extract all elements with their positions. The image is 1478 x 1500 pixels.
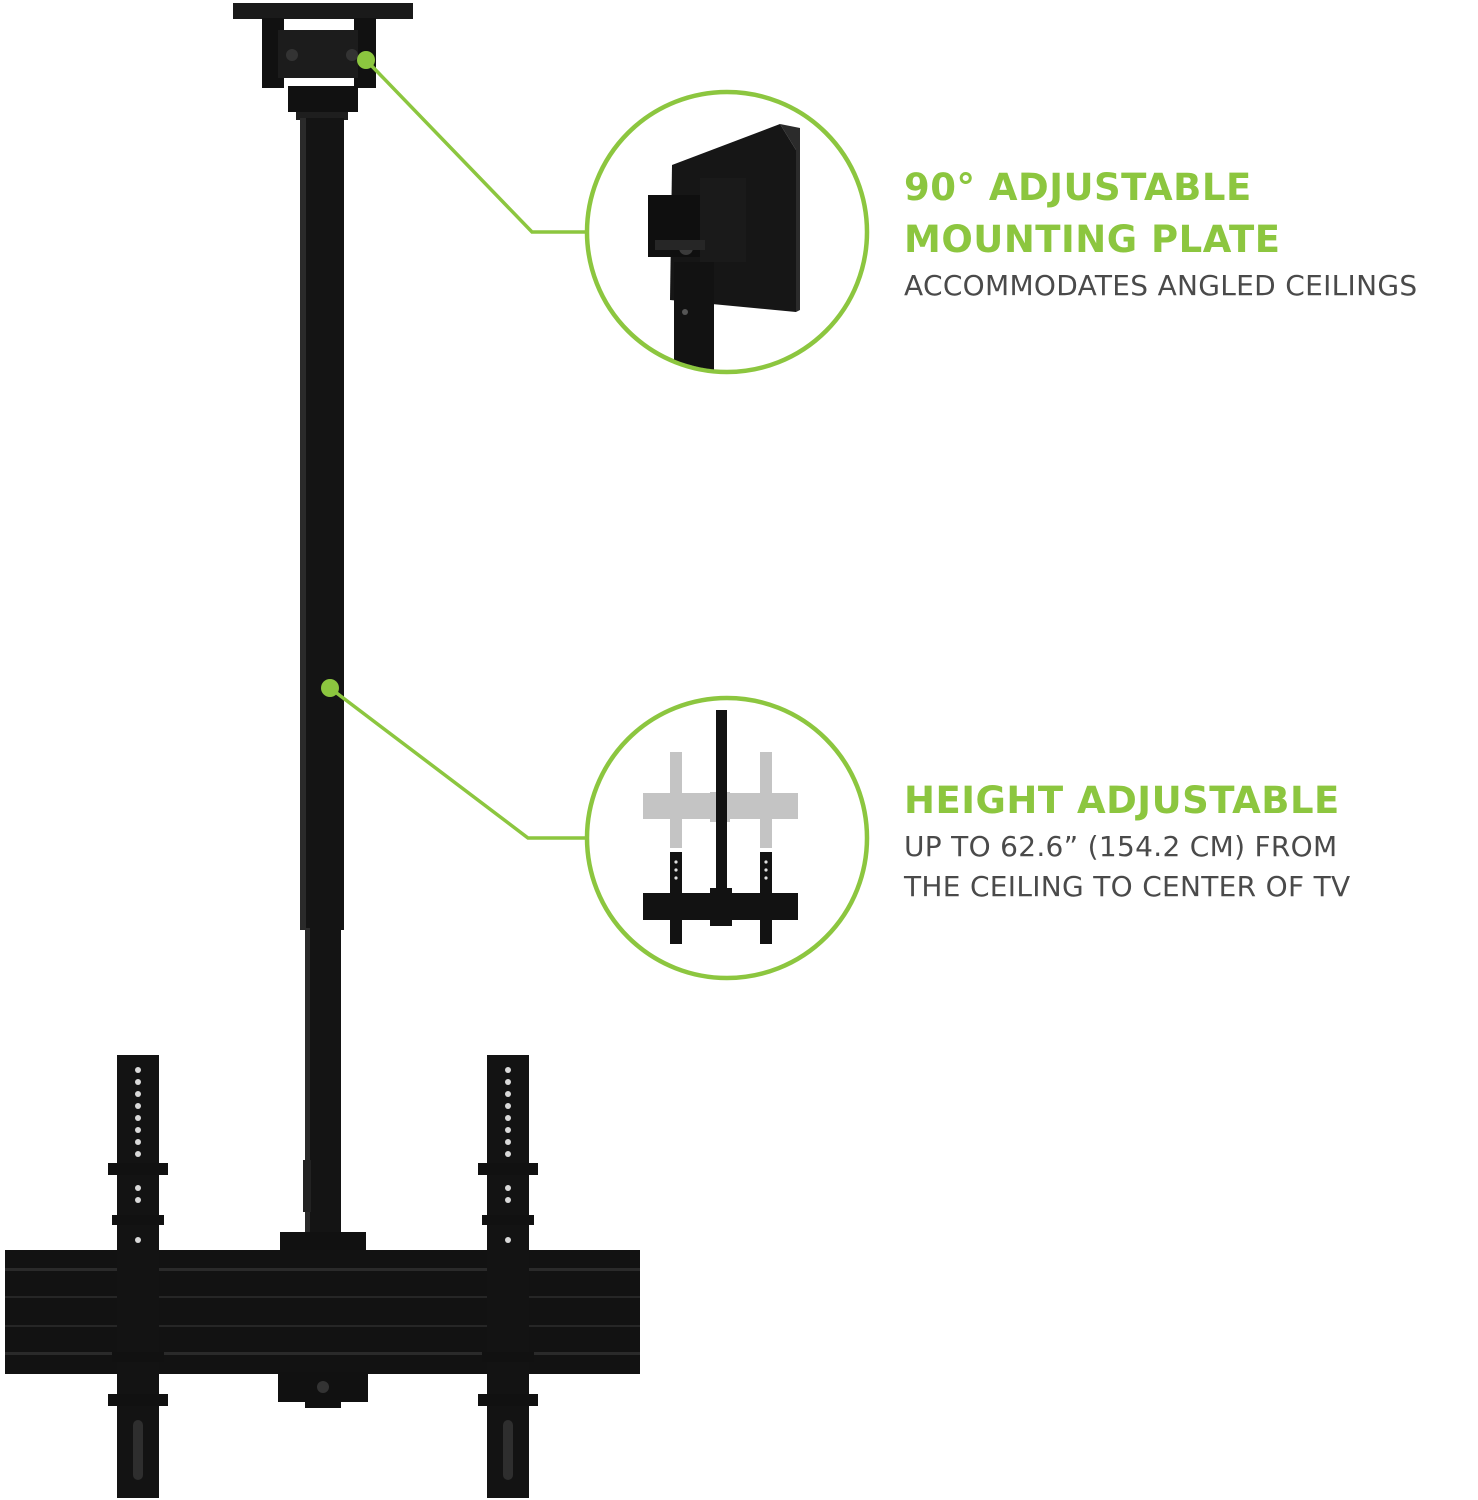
callout-subtext: UP TO 62.6” (154.2 CM) FROM — [904, 830, 1338, 863]
height-adjust-detail-icon — [584, 695, 870, 981]
leader-line-plate — [364, 58, 588, 234]
callout-subtext: THE CEILING TO CENTER OF TV — [904, 870, 1351, 903]
callout-subtext: ACCOMMODATES ANGLED CEILINGS — [904, 269, 1418, 302]
leader-line-height — [328, 686, 588, 840]
callout-mounting-plate: 90° ADJUSTABLE MOUNTING PLATE ACCOMMODAT… — [904, 162, 1417, 306]
callout-headline: MOUNTING PLATE — [904, 218, 1281, 261]
callout-headline: HEIGHT ADJUSTABLE — [904, 779, 1340, 822]
arm-adjustment-holes — [133, 1067, 513, 1480]
callout-height-adjustable: HEIGHT ADJUSTABLE UP TO 62.6” (154.2 CM)… — [904, 775, 1350, 907]
leader-lines — [328, 58, 588, 840]
callout-headline: 90° ADJUSTABLE — [904, 166, 1252, 209]
mount-illustration — [5, 3, 640, 1498]
anchor-dot-height — [321, 679, 339, 697]
mounting-plate-detail-icon — [584, 89, 870, 375]
anchor-dot-plate — [357, 51, 375, 69]
